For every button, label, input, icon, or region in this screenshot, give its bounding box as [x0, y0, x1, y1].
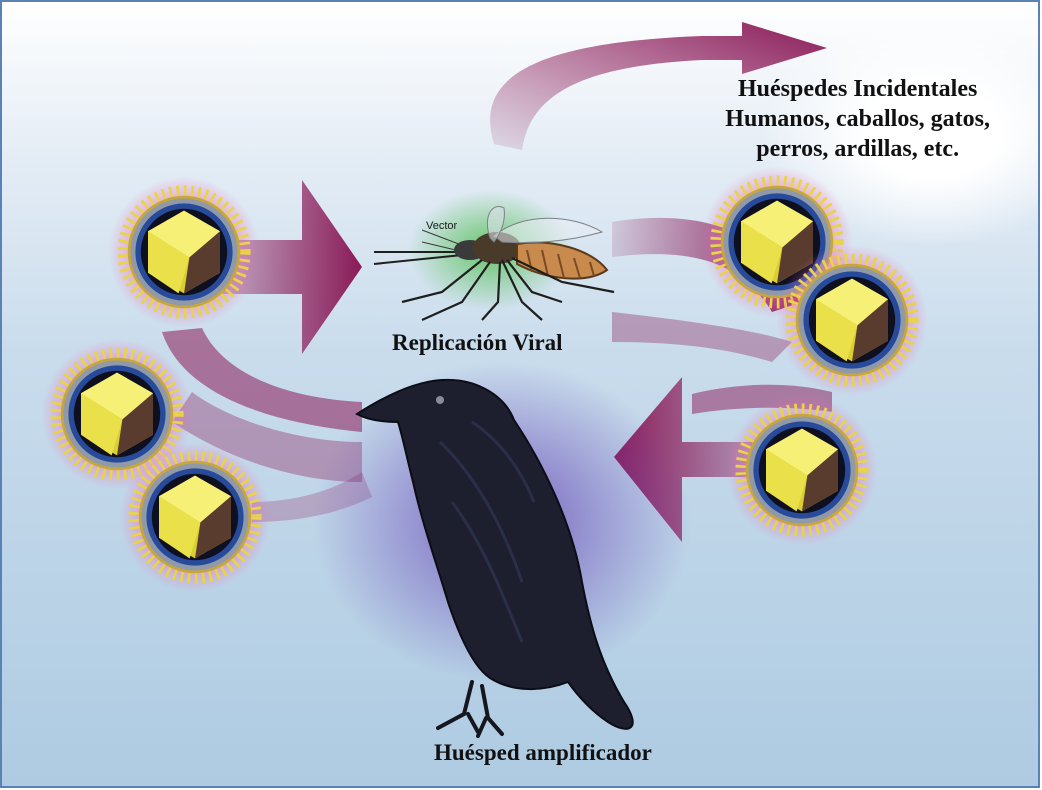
virus-icon	[726, 394, 877, 545]
viral-replication-label: Replicación Viral	[392, 330, 563, 356]
vector-label: Vector	[426, 220, 457, 232]
incidental-hosts-line-2: Humanos, caballos, gatos,	[725, 104, 990, 134]
crow-icon	[312, 362, 692, 736]
incidental-hosts-title: Huéspedes Incidentales	[725, 74, 990, 104]
arrow-icon	[612, 312, 792, 362]
virus-icon	[119, 441, 270, 592]
virus-icon	[108, 176, 259, 327]
incidental-hosts-line-3: perros, ardillas, etc.	[725, 134, 990, 164]
amplifying-host-label: Huésped amplificador	[434, 740, 652, 766]
virus-icon	[776, 244, 927, 395]
mosquito-icon	[374, 190, 614, 320]
incidental-hosts-label: Huéspedes Incidentales Humanos, caballos…	[725, 74, 990, 164]
